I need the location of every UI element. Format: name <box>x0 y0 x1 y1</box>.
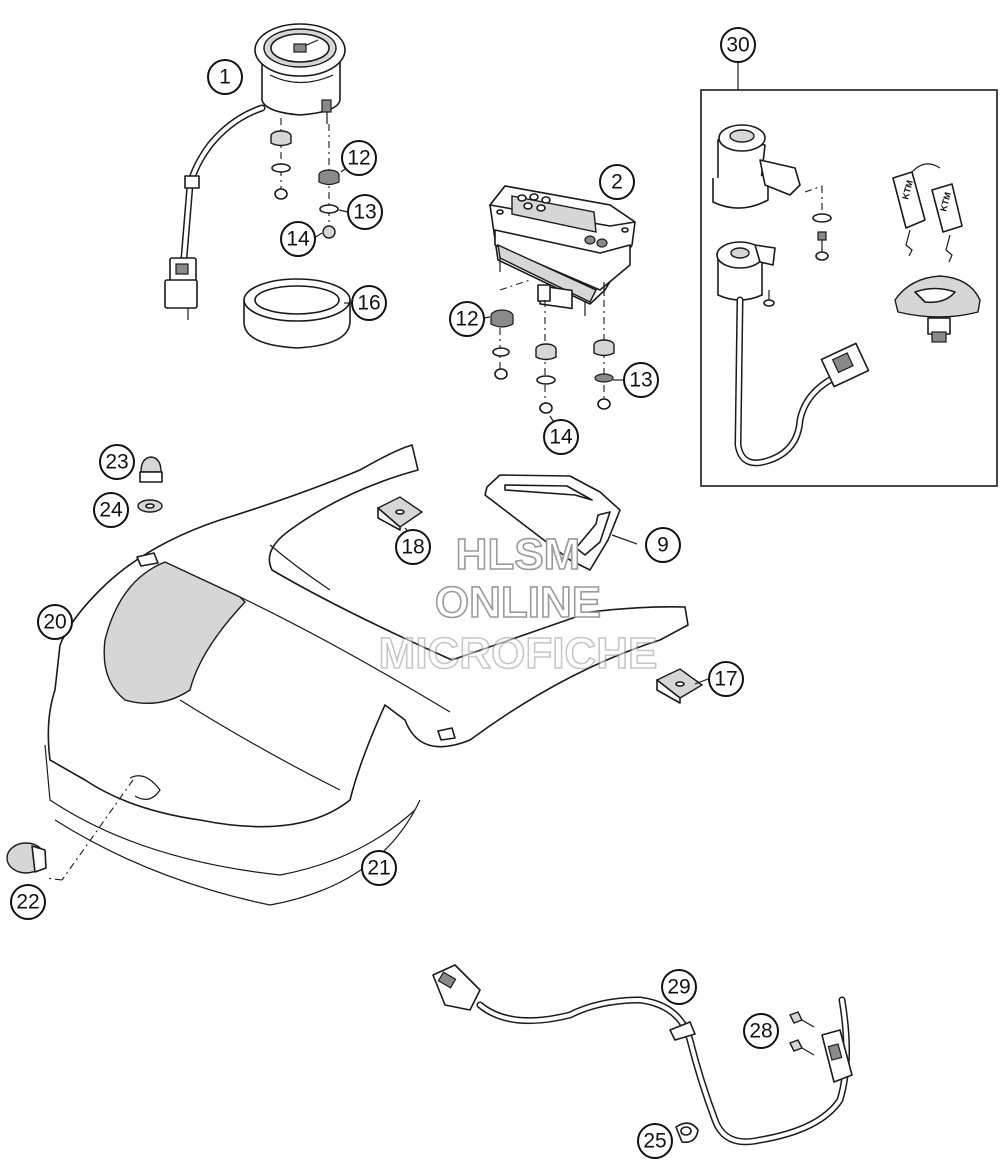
svg-text:29: 29 <box>667 976 690 999</box>
callout-22: 22 <box>10 884 46 920</box>
callout-13-upper: 13 <box>347 194 383 230</box>
rubber-pad-17 <box>655 668 704 704</box>
fuel-cap-part <box>894 275 981 343</box>
callout-29: 29 <box>661 969 697 1005</box>
callout-23: 23 <box>99 444 135 480</box>
svg-text:28: 28 <box>749 1020 772 1043</box>
cable-clip-part <box>675 1122 699 1144</box>
screws-28 <box>789 1011 815 1056</box>
callout-25: 25 <box>637 1123 673 1159</box>
wiring-harness-part <box>432 964 851 1146</box>
callout-12-upper: 12 <box>341 140 377 176</box>
callout-14-lower: 14 <box>543 419 579 455</box>
svg-text:1: 1 <box>219 66 231 89</box>
callout-20: 20 <box>37 604 73 640</box>
svg-text:24: 24 <box>99 499 123 522</box>
ignition-keys-part: KTM KTM <box>892 163 963 263</box>
svg-text:13: 13 <box>353 201 376 224</box>
rubber-pad-18 <box>376 496 424 531</box>
svg-text:18: 18 <box>401 536 424 559</box>
svg-text:14: 14 <box>286 228 310 251</box>
svg-text:9: 9 <box>657 534 669 557</box>
sensor-part <box>821 1029 853 1083</box>
svg-text:2: 2 <box>611 171 623 194</box>
svg-text:20: 20 <box>43 611 66 634</box>
svg-text:30: 30 <box>726 34 749 57</box>
svg-text:12: 12 <box>347 147 370 170</box>
svg-text:23: 23 <box>105 451 128 474</box>
key-logo-text-2: KTM <box>938 191 953 212</box>
callout-21: 21 <box>361 850 397 886</box>
svg-text:13: 13 <box>629 369 652 392</box>
key-logo-text: KTM <box>900 179 915 200</box>
callout-17: 17 <box>708 661 744 697</box>
callout-30: 30 <box>720 27 756 63</box>
callout-13-lower: 13 <box>623 362 659 398</box>
speedometer-part <box>164 23 346 320</box>
washer-part <box>137 499 163 513</box>
callout-28: 28 <box>743 1013 779 1049</box>
watermark-line-1: HLSM <box>456 530 581 579</box>
svg-text:25: 25 <box>643 1130 666 1153</box>
callout-18: 18 <box>395 529 431 565</box>
svg-text:14: 14 <box>549 426 573 449</box>
digital-meter-part <box>489 185 636 405</box>
svg-text:21: 21 <box>367 857 390 880</box>
speedo-mount-hardware <box>270 130 340 239</box>
watermark-line-3: MICROFICHE <box>379 629 658 678</box>
callout-1: 1 <box>207 59 243 95</box>
ignition-lock-wire-part <box>716 241 870 467</box>
acorn-nut-part <box>139 456 163 483</box>
svg-text:22: 22 <box>16 891 39 914</box>
svg-text:17: 17 <box>714 668 737 691</box>
rubber-plug-part <box>6 842 47 874</box>
ignition-group-box <box>700 89 998 487</box>
callout-16: 16 <box>351 285 387 321</box>
rubber-frame-part <box>484 474 621 571</box>
callout-2: 2 <box>599 164 635 200</box>
callout-12-lower: 12 <box>449 301 485 337</box>
callout-9: 9 <box>645 527 681 563</box>
ignition-switch-part <box>712 124 832 261</box>
callout-24: 24 <box>93 492 129 528</box>
svg-text:12: 12 <box>455 308 478 331</box>
meter-mount-hardware <box>490 309 615 414</box>
watermark-line-2: ONLINE <box>435 578 601 627</box>
headlight-mask-part <box>44 444 689 906</box>
svg-text:16: 16 <box>357 292 380 315</box>
ring-gasket-part <box>243 278 351 349</box>
callout-14-upper: 14 <box>280 221 316 257</box>
watermark: HLSM ONLINE MICROFICHE <box>378 529 658 679</box>
